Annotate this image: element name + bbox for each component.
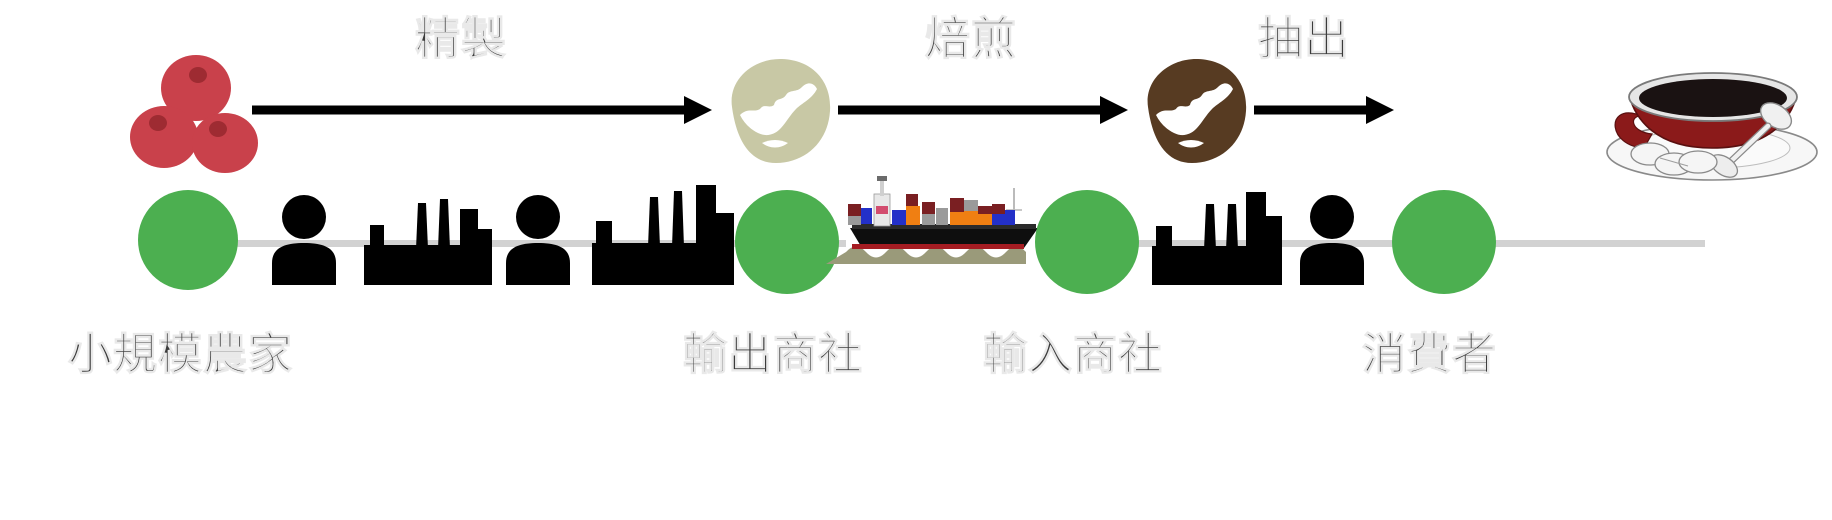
container-ship-icon xyxy=(826,172,1056,264)
process-label-refining: 精製 xyxy=(414,12,508,65)
green-coffee-bean-icon xyxy=(720,55,835,167)
node-label-import-company: 輸入商社 xyxy=(983,329,1163,380)
right-arrow-icon-extraction xyxy=(1254,95,1394,125)
coffee-cherry-cluster-icon xyxy=(130,55,270,173)
person-icon-1 xyxy=(268,195,340,285)
supply-chain-rail-far-right xyxy=(1455,240,1705,247)
process-label-roasting: 焙煎 xyxy=(924,12,1018,65)
factory-icon-3 xyxy=(1152,190,1282,285)
node-label-consumer: 消費者 xyxy=(1362,329,1497,380)
node-label-smallholder-farmers: 小規模農家 xyxy=(68,329,293,380)
node-label-export-company: 輸出商社 xyxy=(683,329,863,380)
process-label-extraction: 抽出 xyxy=(1257,12,1351,65)
green-circle-node-import xyxy=(1035,190,1139,294)
coffee-cup-icon xyxy=(1600,42,1830,182)
factory-icon-2 xyxy=(592,185,734,285)
right-arrow-icon-refining xyxy=(252,95,712,125)
roasted-coffee-bean-icon xyxy=(1136,55,1251,167)
factory-icon-1 xyxy=(364,193,492,285)
green-circle-node-consumer xyxy=(1392,190,1496,294)
green-circle-node-farmers xyxy=(138,190,238,290)
person-icon-2 xyxy=(502,195,574,285)
right-arrow-icon-roasting xyxy=(838,95,1128,125)
person-icon-3 xyxy=(1296,195,1368,285)
green-circle-node-export xyxy=(735,190,839,294)
